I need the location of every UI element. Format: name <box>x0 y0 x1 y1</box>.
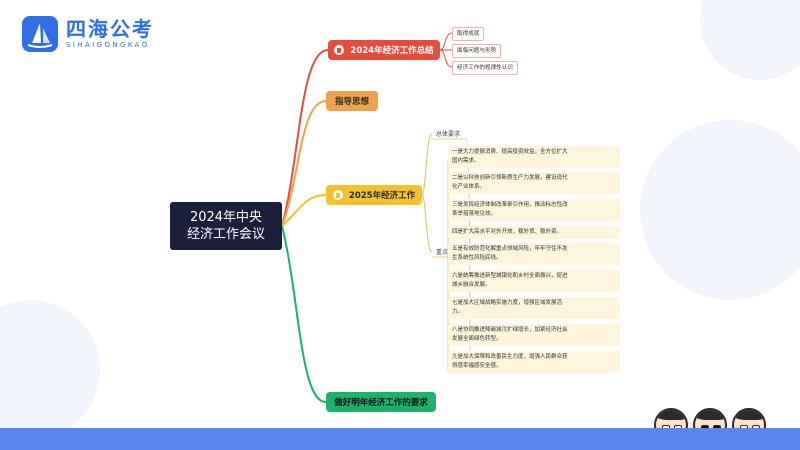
sail-icon <box>22 16 58 52</box>
brand-name-en: SIHAIGONGKAO <box>66 41 150 49</box>
task-card[interactable]: 七是加大区域战略实施力度，增强区域发展活 力。 <box>448 297 620 319</box>
flag-icon <box>332 190 343 200</box>
branch-guiding-ideology[interactable]: 指导思想 <box>326 91 378 111</box>
flag-icon <box>334 45 345 55</box>
background-blob <box>640 120 800 300</box>
task-card[interactable]: 八是协同推进降碳减污扩绿增长，加紧经济社会 发展全面绿色转型。 <box>448 324 620 346</box>
leaf-problems[interactable]: 面临问题与形势 <box>452 44 502 58</box>
brand-logo: 四海公考 SIHAIGONGKAO <box>22 16 154 52</box>
branch-label: 2024年经济工作总结 <box>350 46 434 56</box>
branch-label: 2025年经济工作 <box>348 191 416 201</box>
task-card[interactable]: 三是发挥经济体制改革牵引作用，推动标志性改 革举措落地见效。 <box>448 199 620 221</box>
sub-overall-requirements[interactable]: 总体要求 <box>436 131 461 138</box>
task-card[interactable]: 四是扩大高水平对外开放，稳外贸、稳外资。 <box>448 226 620 239</box>
task-card[interactable]: 六是统筹推进新型城镇化和乡村全面振兴，促进 城乡融合发展。 <box>448 270 620 292</box>
branch-requirements[interactable]: 做好明年经济工作的要求 <box>326 392 436 412</box>
brand-name: 四海公考 <box>66 17 154 41</box>
root-node[interactable]: 2024年中央 经济工作会议 <box>170 202 282 250</box>
bottom-band <box>0 428 800 450</box>
task-card[interactable]: 一是大力提振消费、提高投资效益，全方位扩大 国内需求。 <box>448 146 620 168</box>
branch-2024-summary[interactable]: 2024年经济工作总结 <box>328 40 440 60</box>
task-card[interactable]: 五是有效防范化解重点领域风险，牢牢守住不发 生系统性风险底线。 <box>448 243 620 265</box>
leaf-achievements[interactable]: 取得成就 <box>452 27 485 41</box>
task-card[interactable]: 二是以科技创新引领新质生产力发展，建设现代 化产业体系。 <box>448 172 620 194</box>
leaf-regularity[interactable]: 经济工作的规律性认识 <box>452 61 518 75</box>
task-card[interactable]: 九是加大保障和改善民生力度，增强人民群众获 得感幸福感安全感。 <box>448 351 620 373</box>
branch-2025-work[interactable]: 2025年经济工作 <box>326 185 422 205</box>
